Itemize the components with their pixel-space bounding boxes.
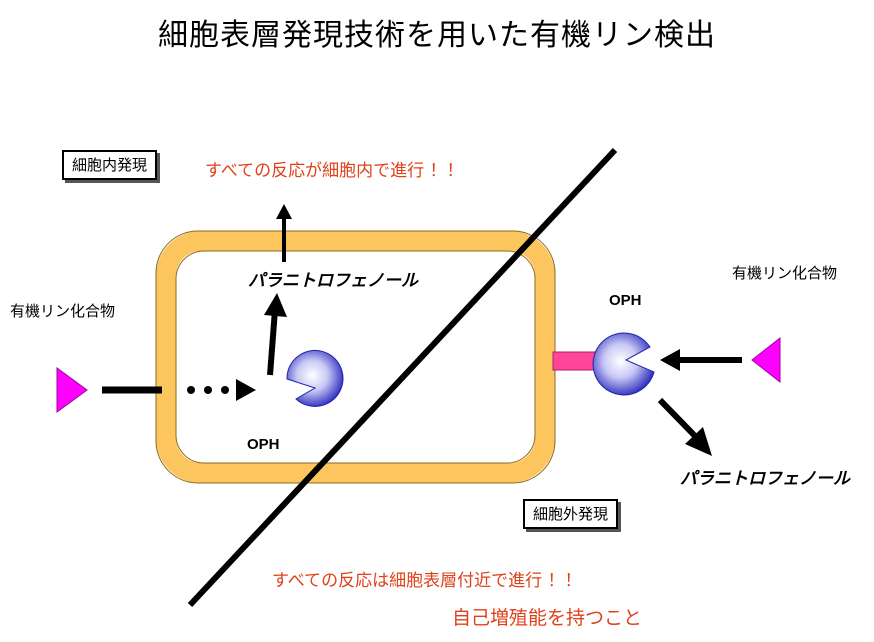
dot-arrowhead: [236, 379, 256, 401]
paranitrophenol-outside-label: パラニトロフェノール: [680, 469, 850, 489]
organophosphate-right-label: 有機リン化合物: [732, 264, 838, 282]
oph-surface-label: OPH: [609, 292, 642, 309]
substrate-left: [56, 367, 88, 413]
enzyme-surface: [592, 332, 655, 396]
self-replication-note: 自己増殖能を持つこと: [452, 607, 643, 629]
divider-line: [187, 147, 618, 608]
extracellular-expression-label: 細胞外発現: [523, 499, 619, 529]
arrowhead-substrate-in: [660, 349, 680, 371]
arrow-product-out: [657, 397, 699, 440]
inside-reaction-note: すべての反応が細胞内で進行 ！！: [205, 161, 464, 181]
organophosphate-left-label: 有機リン化合物: [10, 302, 116, 320]
substrate-right: [751, 336, 781, 384]
enzyme-inside: [286, 349, 344, 407]
cell-wall-outline-inner: [175, 250, 536, 464]
paranitrophenol-inside-label: パラニトロフェノール: [248, 271, 418, 291]
arrowhead-product-out: [685, 427, 712, 456]
dot-1: [187, 386, 195, 394]
arrow-to-product-inside: [267, 309, 278, 376]
page-title: 細胞表層発現技術を用いた有機リン検出: [158, 18, 716, 53]
dot-3: [221, 386, 229, 394]
oph-inside-label: OPH: [247, 436, 280, 453]
anchor-linker: [552, 351, 596, 371]
arrowhead-out-of-cell: [276, 204, 292, 219]
surface-reaction-note: すべての反応は細胞表層付近で進行 ！！: [272, 571, 582, 591]
intracellular-expression-label: 細胞内発現: [62, 150, 158, 180]
cell-wall: [156, 231, 555, 483]
arrowhead-product-inside: [264, 293, 287, 317]
dot-2: [204, 386, 212, 394]
